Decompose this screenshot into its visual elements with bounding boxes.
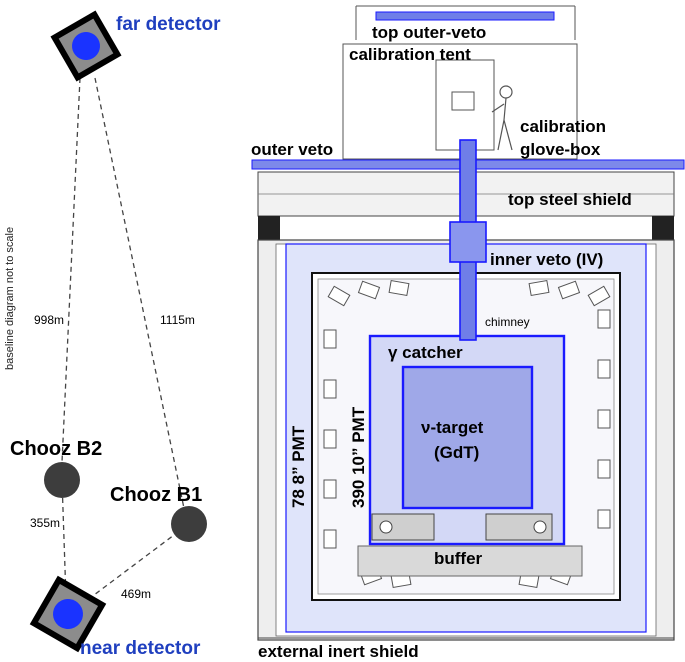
iv-pmt-label: 78 8” PMT: [289, 425, 308, 508]
reactor-b2-icon: [44, 462, 80, 498]
dist-far-b1: 1115m: [160, 313, 195, 327]
nu-target-vessel: [401, 365, 534, 510]
outer-veto-label: outer veto: [251, 140, 333, 159]
top-outer-veto-bar: [375, 11, 555, 21]
gdt-label: (GdT): [434, 443, 479, 462]
top-steel-shield-label: top steel shield: [508, 190, 632, 209]
baseline-diagram: far detector Chooz B2 Chooz B1 998m 1115…: [4, 10, 221, 659]
dist-far-b2: 998m: [34, 313, 64, 327]
far-detector-label: far detector: [116, 14, 221, 35]
nu-target-label: ν-target: [421, 418, 484, 437]
detector-cross-section: top outer-veto calibration tent calibrat…: [251, 5, 685, 661]
baseline-far-b2: [61, 77, 81, 463]
glove-box-operator-sketch: [491, 85, 513, 151]
reactor-b1-label: Chooz B1: [110, 484, 202, 506]
chimney-label: chimney: [485, 315, 530, 329]
calibration-label: calibration: [520, 117, 606, 136]
dist-near-b2: 355m: [30, 516, 60, 530]
calibration-tent-label: calibration tent: [349, 45, 471, 64]
buffer-label: buffer: [434, 549, 483, 568]
glove-box-label: glove-box: [520, 140, 601, 159]
baseline-near-b1: [89, 525, 187, 599]
baseline-far-b1: [94, 77, 187, 519]
inner-veto-label: inner veto (IV): [490, 250, 603, 269]
near-detector-icon: [29, 575, 107, 653]
far-detector-icon: [50, 10, 122, 82]
near-detector-label: near detector: [80, 638, 201, 659]
gamma-catcher-label: γ catcher: [388, 343, 463, 362]
external-shield-label: external inert shield: [258, 642, 419, 661]
reactor-b2-label: Chooz B2: [10, 438, 102, 460]
buffer-pmt-label: 390 10” PMT: [349, 406, 368, 508]
dist-near-b1: 469m: [121, 587, 151, 601]
reactor-b1-icon: [171, 506, 207, 542]
scale-note: baseline diagram not to scale: [4, 227, 16, 370]
baseline-near-b2: [61, 479, 67, 599]
top-outer-veto-label: top outer-veto: [372, 23, 486, 42]
